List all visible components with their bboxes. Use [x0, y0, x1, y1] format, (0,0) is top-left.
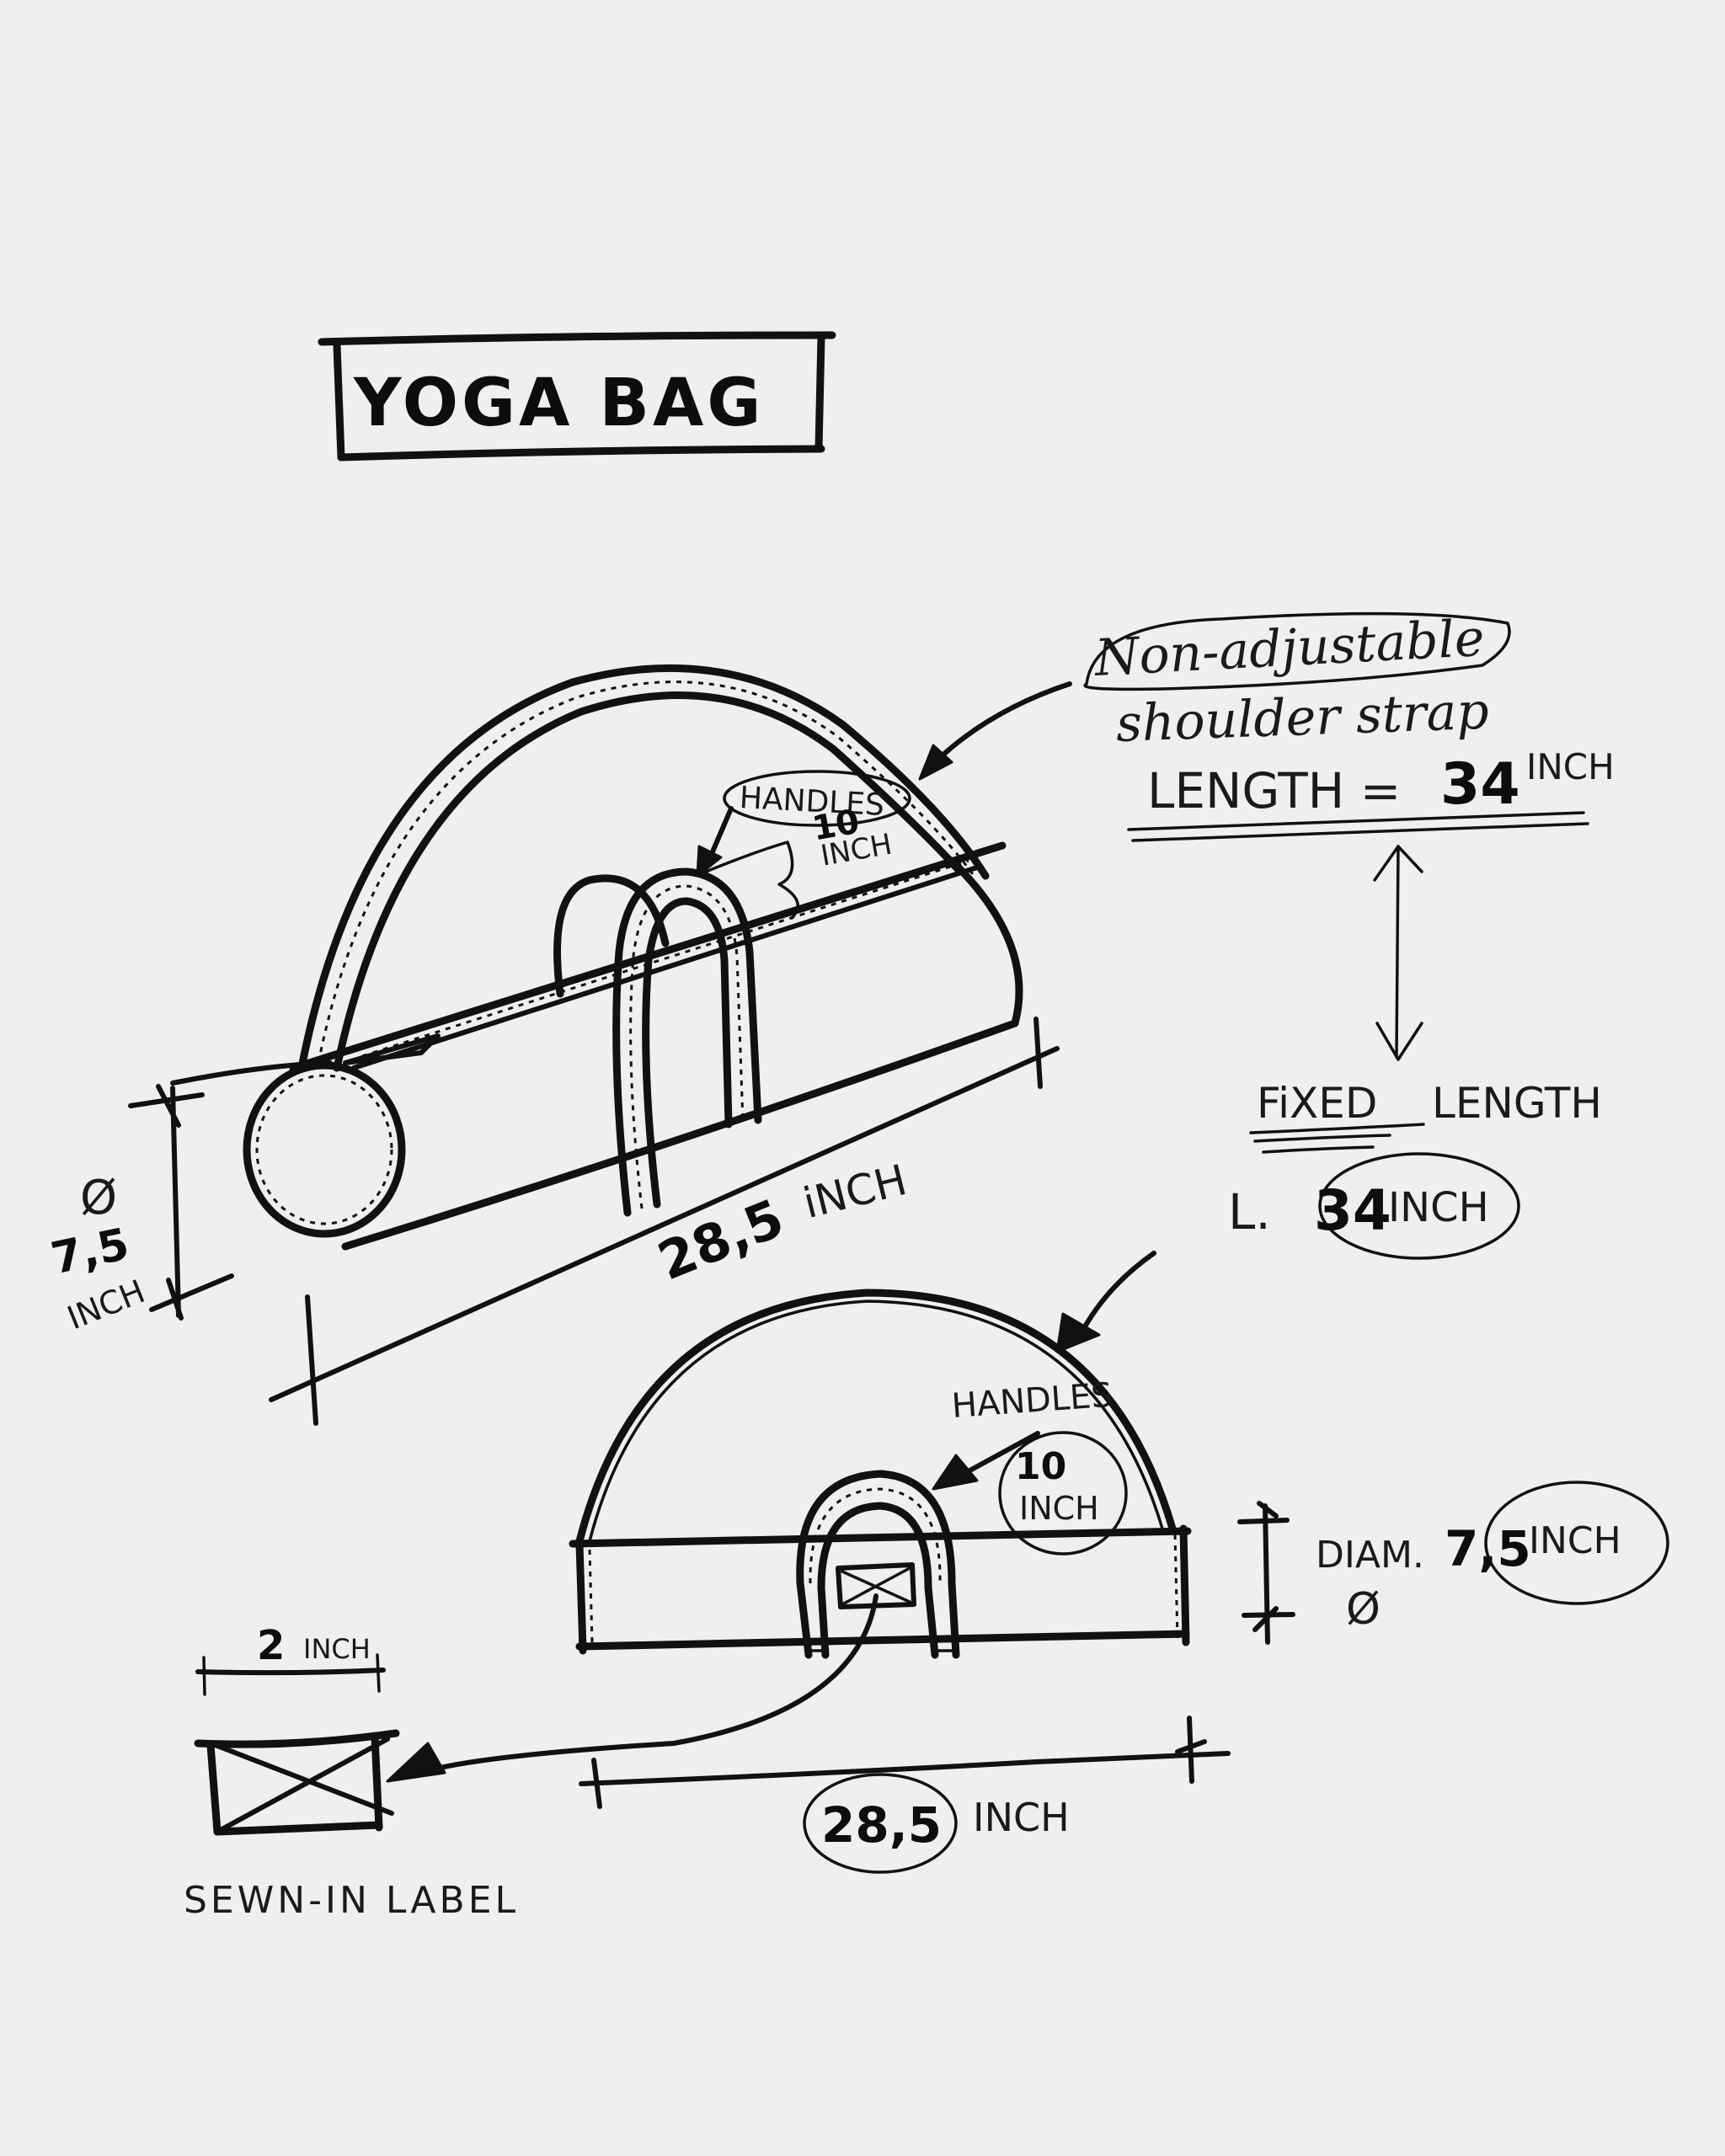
- handles-callout-perspective: [696, 770, 911, 920]
- strap-callout-line2: shoulder strap: [1114, 681, 1490, 754]
- sewn-in-label-caption: SEWN-IN LABEL: [184, 1879, 520, 1922]
- perspective-bag-drawing: [243, 664, 1023, 1251]
- diameter-value-side: 7,5: [1445, 1520, 1531, 1577]
- fixed-length-prefix: L.: [1228, 1183, 1271, 1241]
- label-width-value: 2: [257, 1622, 286, 1669]
- diameter-label-side: DIAM.: [1316, 1534, 1424, 1577]
- fixed-length-label-part2: LENGTH: [1432, 1079, 1602, 1128]
- strap-length-unit: INCH: [1526, 746, 1615, 787]
- label-width-unit: INCH: [303, 1633, 371, 1665]
- strap-length-label: LENGTH =: [1147, 762, 1402, 819]
- side-strap-arrow: [1055, 1251, 1156, 1353]
- fixed-length-value: 34: [1314, 1178, 1391, 1243]
- diameter-symbol-side: Ø: [1346, 1584, 1381, 1635]
- strap-length-value: 34: [1440, 751, 1520, 818]
- sewn-in-label-drawing: [194, 1653, 446, 1836]
- perspective-diameter-dimension: [128, 1060, 333, 1321]
- handles-callout-side: [932, 1431, 1128, 1556]
- length-unit-side: INCH: [973, 1795, 1070, 1840]
- title-box: [318, 331, 836, 462]
- page-title: YOGA BAG: [354, 366, 765, 441]
- side-diameter-dimension: [1237, 1481, 1669, 1645]
- handles-unit-side: INCH: [1019, 1490, 1099, 1527]
- side-view-bag-drawing: [419, 1289, 1192, 1775]
- strap-callout: [918, 611, 1589, 842]
- fixed-length-label-part1: FiXED: [1257, 1079, 1378, 1128]
- side-length-dimension: [579, 1716, 1231, 1874]
- fixed-length-unit: INCH: [1388, 1184, 1489, 1231]
- diameter-symbol-perspective: Ø: [80, 1171, 118, 1225]
- perspective-length-dimension: [269, 1017, 1060, 1426]
- length-value-side: 28,5: [821, 1796, 943, 1854]
- diameter-unit-side: INCH: [1529, 1519, 1621, 1562]
- double-arrow: [1373, 845, 1423, 1061]
- fixed-length-annotation: [1249, 1123, 1520, 1260]
- handles-value-side: 10: [1015, 1445, 1067, 1488]
